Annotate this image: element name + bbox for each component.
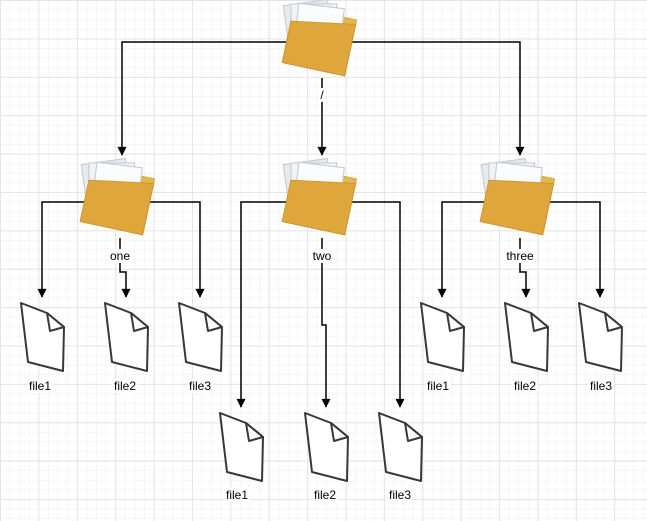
- file-icon: [220, 413, 263, 481]
- folder-icon: [72, 154, 157, 235]
- edge-root-to-three[interactable]: [344, 41, 525, 156]
- folder-label[interactable]: two: [310, 249, 334, 263]
- file-node-three-file1[interactable]: [418, 300, 466, 376]
- file-label[interactable]: file3: [186, 379, 214, 393]
- file-node-one-file2[interactable]: [102, 300, 150, 376]
- root-label[interactable]: /: [318, 88, 326, 102]
- folder-node-one[interactable]: [72, 154, 168, 250]
- edge-root-to-one[interactable]: [117, 41, 300, 156]
- edge-two-to-file2[interactable]: [321, 238, 331, 408]
- folder-node-root[interactable]: [274, 0, 370, 91]
- file-icon: [505, 303, 548, 371]
- folder-icon: [274, 154, 359, 235]
- file-node-two-file2[interactable]: [302, 410, 350, 486]
- file-label[interactable]: file3: [587, 379, 615, 393]
- file-label[interactable]: file2: [111, 379, 139, 393]
- file-node-one-file1[interactable]: [18, 300, 66, 376]
- file-node-two-file3[interactable]: [376, 410, 424, 486]
- file-icon: [579, 303, 622, 371]
- file-icon: [21, 303, 64, 371]
- folder-label[interactable]: one: [107, 249, 133, 263]
- file-label[interactable]: file1: [424, 379, 452, 393]
- folder-node-three[interactable]: [472, 154, 568, 250]
- file-node-three-file3[interactable]: [576, 300, 624, 376]
- folder-icon: [472, 154, 557, 235]
- folder-node-two[interactable]: [274, 154, 370, 250]
- file-icon: [179, 303, 222, 371]
- folder-icon: [274, 0, 359, 76]
- file-label[interactable]: file2: [511, 379, 539, 393]
- file-icon: [379, 413, 422, 481]
- file-node-one-file3[interactable]: [176, 300, 224, 376]
- file-icon: [305, 413, 348, 481]
- file-node-three-file2[interactable]: [502, 300, 550, 376]
- file-label[interactable]: file1: [26, 379, 54, 393]
- file-label[interactable]: file2: [311, 488, 339, 502]
- file-icon: [105, 303, 148, 371]
- folder-label[interactable]: three: [504, 249, 536, 263]
- file-label[interactable]: file1: [223, 488, 251, 502]
- file-label[interactable]: file3: [386, 488, 414, 502]
- file-icon: [421, 303, 464, 371]
- file-node-two-file1[interactable]: [217, 410, 265, 486]
